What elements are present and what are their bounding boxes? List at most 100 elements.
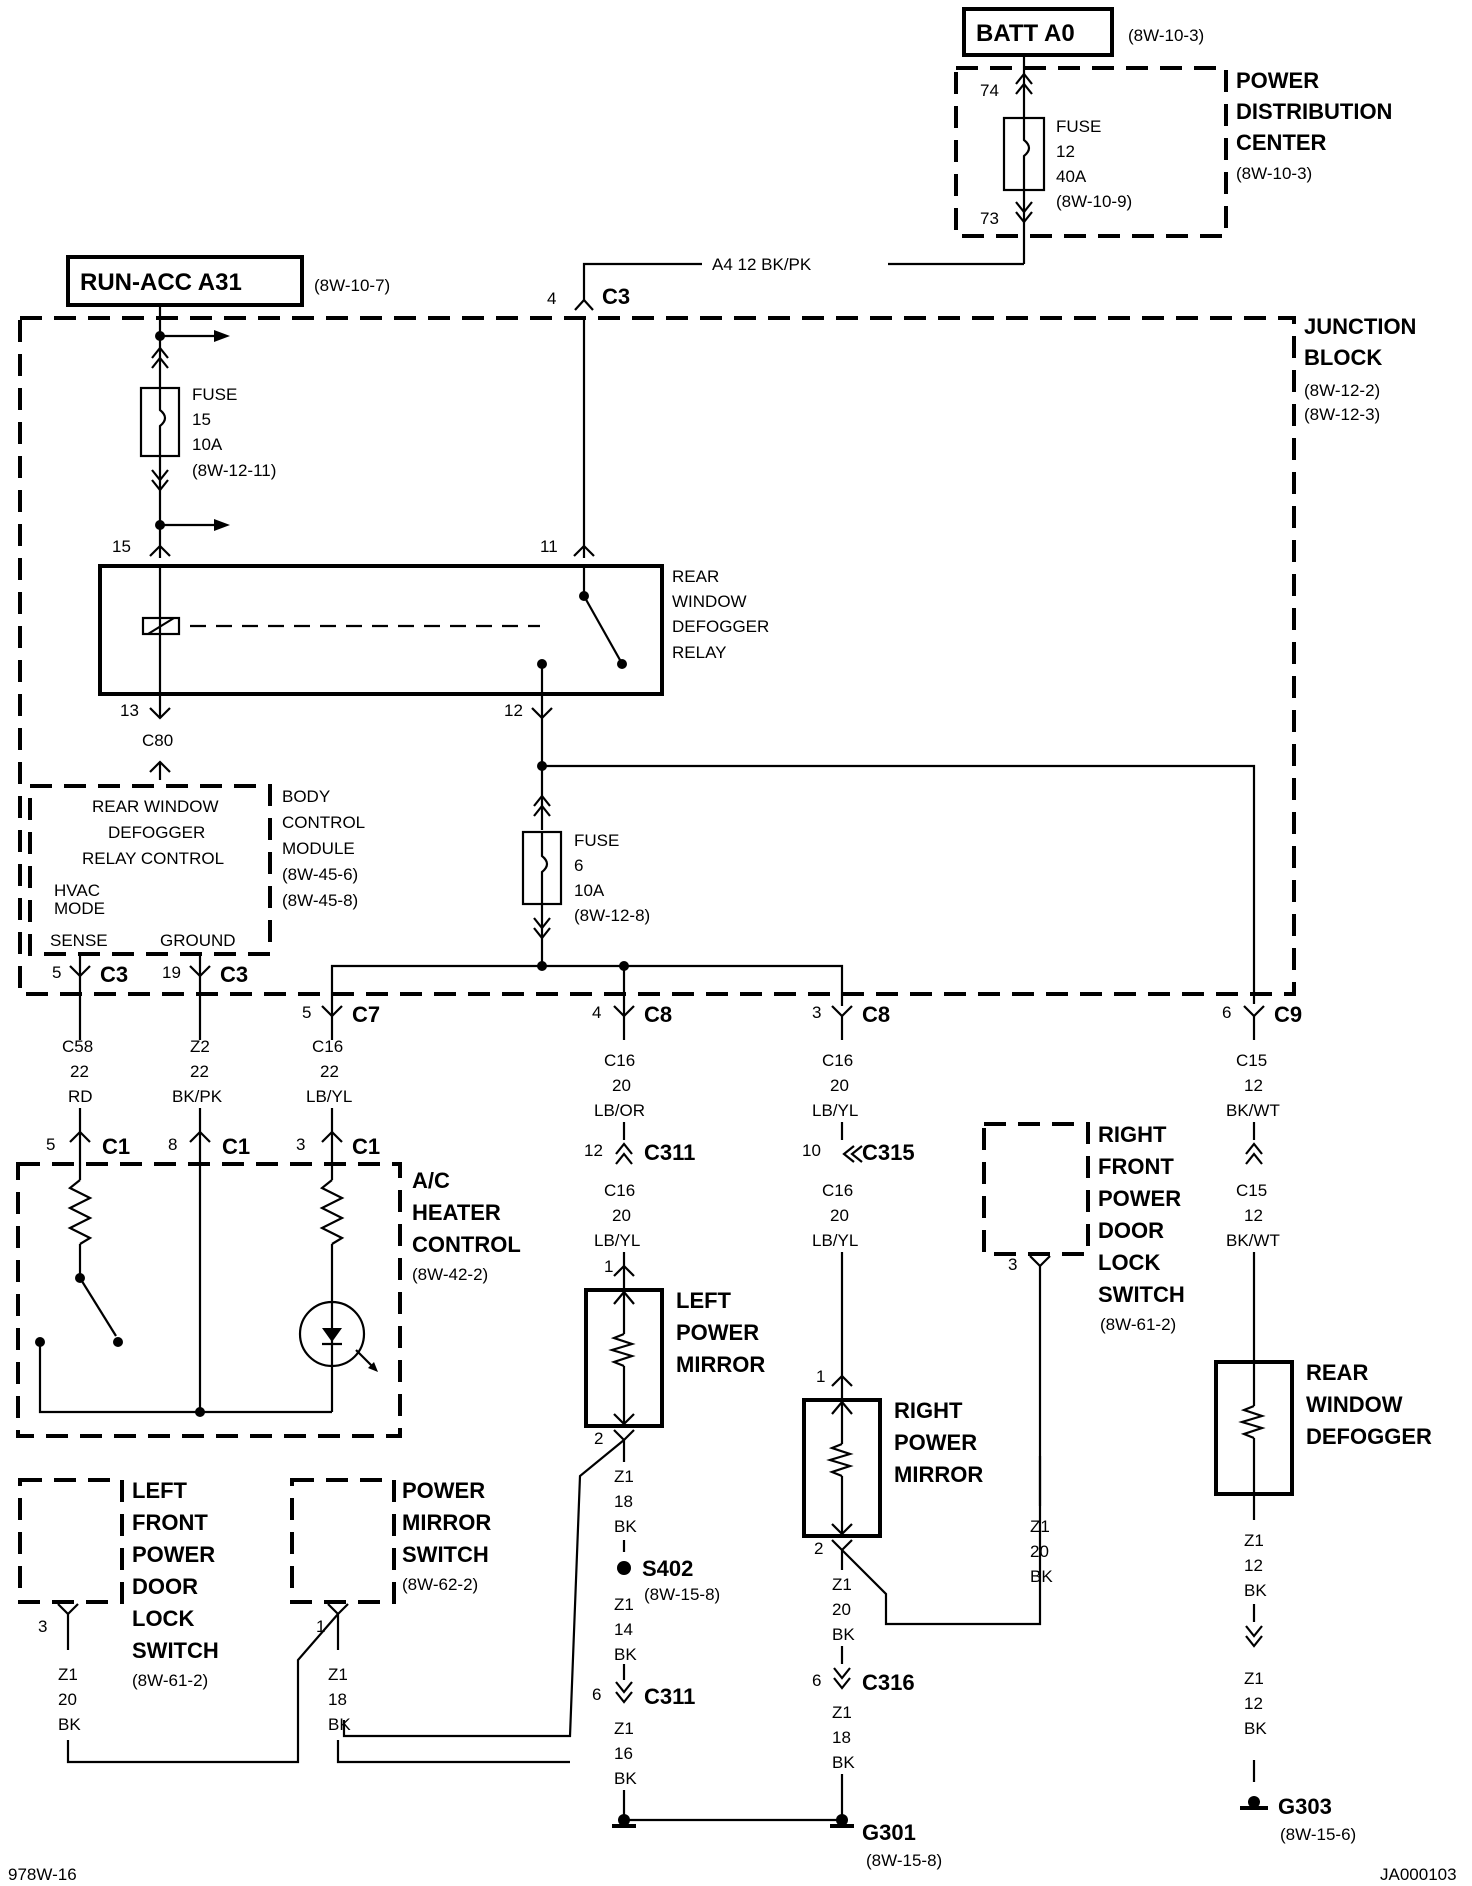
relay-label-2: WINDOW xyxy=(672,592,747,611)
c3-top-name: C3 xyxy=(602,284,630,309)
jb-title-1: JUNCTION xyxy=(1304,314,1416,339)
rf-switch-label-2: FRONT xyxy=(1098,1154,1174,1179)
pdc-title-2: DISTRIBUTION xyxy=(1236,99,1392,124)
fuse15-rating: 10A xyxy=(192,435,223,454)
wire-z1f-code: Z1 xyxy=(58,1665,78,1684)
pdc-pin-74: 74 xyxy=(980,81,999,100)
right-mirror-label-3: MIRROR xyxy=(894,1462,983,1487)
right-mirror-label-2: POWER xyxy=(894,1430,977,1455)
c315-pin: 10 xyxy=(802,1141,821,1160)
defogger-label-1: REAR xyxy=(1306,1360,1368,1385)
c1a-pin: 5 xyxy=(46,1135,55,1154)
run-acc-label: RUN-ACC A31 xyxy=(80,269,242,296)
wire-c16b-code: C16 xyxy=(604,1051,635,1070)
jb-ref-1: (8W-12-2) xyxy=(1304,381,1380,400)
pdc-ref: (8W-10-3) xyxy=(1236,164,1312,183)
c9-pin: 6 xyxy=(1222,1003,1231,1022)
ac-ref: (8W-42-2) xyxy=(412,1265,488,1284)
jb-title-2: BLOCK xyxy=(1304,345,1382,370)
wire-c16d-code: C16 xyxy=(604,1181,635,1200)
wire-c58-code: C58 xyxy=(62,1037,93,1056)
c311a-name: C311 xyxy=(644,1140,695,1165)
wire-z1g-color: BK xyxy=(1244,1581,1267,1600)
wire-c16c-gauge: 20 xyxy=(830,1076,849,1095)
bcm-ref-1: (8W-45-6) xyxy=(282,865,358,884)
g303-ref: (8W-15-6) xyxy=(1280,1825,1356,1844)
c1b-name: C1 xyxy=(222,1134,250,1159)
left-mirror-label-2: POWER xyxy=(676,1320,759,1345)
wire-c58-gauge: 22 xyxy=(70,1062,89,1081)
lf-switch-label-6: SWITCH xyxy=(132,1638,219,1663)
bcm-mode: MODE xyxy=(54,899,105,918)
wire-c16a-color: LB/YL xyxy=(306,1087,352,1106)
jb-ref-2: (8W-12-3) xyxy=(1304,405,1380,424)
defogger-label-2: WINDOW xyxy=(1306,1392,1403,1417)
relay-pin-12-label: 12 xyxy=(504,701,523,720)
relay-label-1: REAR xyxy=(672,567,719,586)
wire-c16b-gauge: 20 xyxy=(612,1076,631,1095)
bcm-label-2: CONTROL xyxy=(282,813,365,832)
relay-label-4: RELAY xyxy=(672,643,727,662)
ac-indicator-lamp xyxy=(298,1300,366,1368)
splice-s402 xyxy=(617,1561,631,1575)
wire-c16d-gauge: 20 xyxy=(612,1206,631,1225)
rear-window-defogger-relay xyxy=(98,564,664,696)
fuse12-label: FUSE xyxy=(1056,117,1101,136)
wire-z1a-gauge: 18 xyxy=(614,1492,633,1511)
bcm-inner-1: REAR WINDOW xyxy=(92,797,219,816)
left-mirror-label-1: LEFT xyxy=(676,1288,732,1313)
lf-switch-label-1: LEFT xyxy=(132,1478,188,1503)
bcm-inner-3: RELAY CONTROL xyxy=(82,849,224,868)
wire-z1f-gauge: 20 xyxy=(58,1690,77,1709)
c80-label: C80 xyxy=(142,731,173,750)
pm-switch-label-1: POWER xyxy=(402,1478,485,1503)
c311b-pin: 6 xyxy=(592,1685,601,1704)
wire-z1h-gauge: 12 xyxy=(1244,1694,1263,1713)
lf-switch-label-3: POWER xyxy=(132,1542,215,1567)
fuse6-number: 6 xyxy=(574,856,583,875)
wire-z1e-code: Z1 xyxy=(832,1703,852,1722)
wire-z1a-color: BK xyxy=(614,1517,637,1536)
wire-c15a-gauge: 12 xyxy=(1244,1076,1263,1095)
wire-c16e-gauge: 20 xyxy=(830,1206,849,1225)
wire-z1b-gauge: 14 xyxy=(614,1620,633,1639)
lf-switch-pin: 3 xyxy=(38,1617,47,1636)
splice-name: S402 xyxy=(642,1556,693,1581)
wire-c16b-color: LB/OR xyxy=(594,1101,645,1120)
relay-coil xyxy=(141,616,181,636)
c311b-name: C311 xyxy=(644,1684,695,1709)
lf-switch-label-4: DOOR xyxy=(132,1574,198,1599)
lf-switch-label-5: LOCK xyxy=(132,1606,194,1631)
rf-switch-label-3: POWER xyxy=(1098,1186,1181,1211)
wire-z2-code: Z2 xyxy=(190,1037,210,1056)
wire-z1h-code: Z1 xyxy=(1244,1669,1264,1688)
left-mirror-label-3: MIRROR xyxy=(676,1352,765,1377)
wire-z1j-code: Z1 xyxy=(328,1665,348,1684)
feed-wire-label: A4 12 BK/PK xyxy=(712,255,812,274)
bcm-label-1: BODY xyxy=(282,787,330,806)
c311a-pin: 12 xyxy=(584,1141,603,1160)
pm-switch-label-3: SWITCH xyxy=(402,1542,489,1567)
pdc-box xyxy=(954,66,1228,238)
wire-z1c-gauge: 16 xyxy=(614,1744,633,1763)
c316-pin: 6 xyxy=(812,1671,821,1690)
pm-switch-ref: (8W-62-2) xyxy=(402,1575,478,1594)
rf-switch-label-5: LOCK xyxy=(1098,1250,1160,1275)
fuse12-rating: 40A xyxy=(1056,167,1087,186)
wire-z2-gauge: 22 xyxy=(190,1062,209,1081)
wire-z2-color: BK/PK xyxy=(172,1087,223,1106)
wire-z1i-code: Z1 xyxy=(1030,1517,1050,1536)
pdc-pin-73: 73 xyxy=(980,209,999,228)
wire-z1d-gauge: 20 xyxy=(832,1600,851,1619)
relay-pin-15: 15 xyxy=(112,537,131,556)
wire-z1d-color: BK xyxy=(832,1625,855,1644)
batt-ref: (8W-10-3) xyxy=(1128,26,1204,45)
rf-switch-ref: (8W-61-2) xyxy=(1100,1315,1176,1334)
wire-c16a-gauge: 22 xyxy=(320,1062,339,1081)
wire-c15b-code: C15 xyxy=(1236,1181,1267,1200)
relay-label-3: DEFOGGER xyxy=(672,617,769,636)
relay-pin-11: 11 xyxy=(540,537,558,556)
defogger-label-3: DEFOGGER xyxy=(1306,1424,1432,1449)
wire-z1c-color: BK xyxy=(614,1769,637,1788)
